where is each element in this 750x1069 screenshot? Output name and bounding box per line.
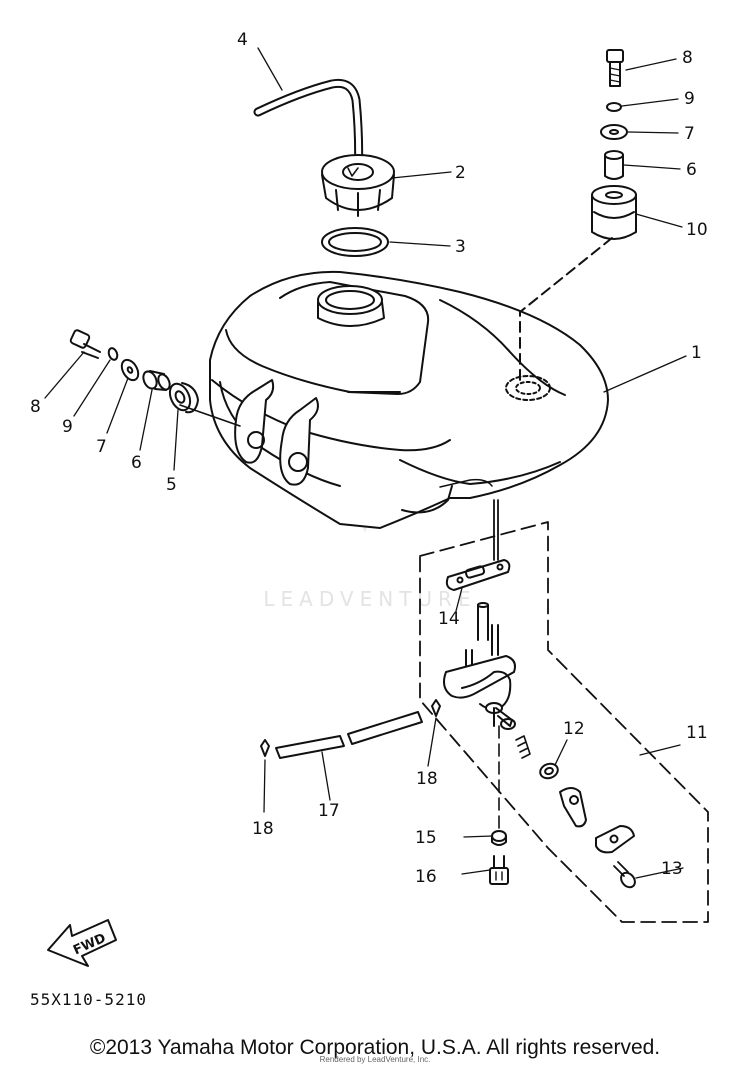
drain-bolt — [490, 856, 508, 884]
fuel-cock-spring — [516, 736, 530, 758]
callout-7-top: 7 — [684, 124, 695, 144]
fuel-cock-o-ring — [538, 761, 560, 780]
callout-15: 15 — [415, 828, 437, 848]
callout-10: 10 — [686, 220, 708, 240]
watermark-text: LEADVENTURE — [263, 587, 476, 611]
callout-12: 12 — [563, 719, 585, 739]
fuel-cock-lever — [560, 788, 586, 826]
rear-lock-washer — [607, 103, 621, 111]
callout-9-top: 9 — [684, 89, 695, 109]
callout-1: 1 — [691, 343, 702, 363]
rear-bolt — [607, 50, 623, 86]
hose-clip-left — [261, 740, 269, 756]
callout-4: 4 — [237, 30, 248, 50]
rendered-by-text: Rendered by LeadVenture, Inc. — [319, 1055, 431, 1064]
callout-6-top: 6 — [686, 160, 697, 180]
callout-8-left: 8 — [30, 397, 41, 417]
leader-lines — [45, 48, 686, 878]
fuel-cap — [322, 155, 394, 216]
fuel-cock-plate — [596, 826, 634, 852]
callout-7-left: 7 — [96, 437, 107, 457]
callout-2: 2 — [455, 163, 466, 183]
front-bolt — [70, 329, 100, 358]
callout-16: 16 — [415, 867, 437, 887]
part-code: 55X110-5210 — [30, 990, 147, 1009]
callout-6-left: 6 — [131, 453, 142, 473]
fuel-hose — [276, 712, 422, 758]
rear-washer — [601, 125, 627, 139]
fuel-cock-gasket — [447, 560, 509, 590]
hose-clip-right — [432, 700, 440, 716]
callout-14: 14 — [438, 609, 460, 629]
callout-11: 11 — [686, 723, 708, 743]
rear-damper — [592, 186, 636, 239]
fuel-cock-assembly-box — [420, 522, 708, 922]
front-lock-washer — [107, 347, 119, 361]
front-washer — [118, 357, 141, 383]
callout-13: 13 — [661, 859, 683, 879]
fuel-tank — [210, 272, 608, 528]
callout-9-left: 9 — [62, 417, 73, 437]
fuel-cock-screw — [614, 862, 638, 890]
front-mount-leader — [180, 405, 240, 426]
callout-8-top: 8 — [682, 48, 693, 68]
callout-3: 3 — [455, 237, 466, 257]
drain-washer — [492, 831, 506, 845]
watermark: LEADVENTURE — [263, 478, 476, 611]
callout-18-right: 18 — [416, 769, 438, 789]
callout-5: 5 — [166, 475, 177, 495]
callout-17: 17 — [318, 801, 340, 821]
rear-collar — [605, 151, 623, 179]
front-damper — [166, 381, 198, 414]
breather-hose — [258, 83, 359, 182]
rear-mount-leader — [520, 238, 612, 380]
fuel-cock — [444, 603, 515, 729]
callout-18-left: 18 — [252, 819, 274, 839]
front-collar — [141, 369, 172, 391]
copyright-text: ©2013 Yamaha Motor Corporation, U.S.A. A… — [89, 1036, 661, 1059]
fwd-arrow-icon — [48, 920, 116, 966]
callout-numbers: 4 2 3 1 8 9 7 6 10 8 9 7 6 5 14 11 12 13… — [30, 30, 708, 887]
cap-gasket — [322, 228, 388, 256]
